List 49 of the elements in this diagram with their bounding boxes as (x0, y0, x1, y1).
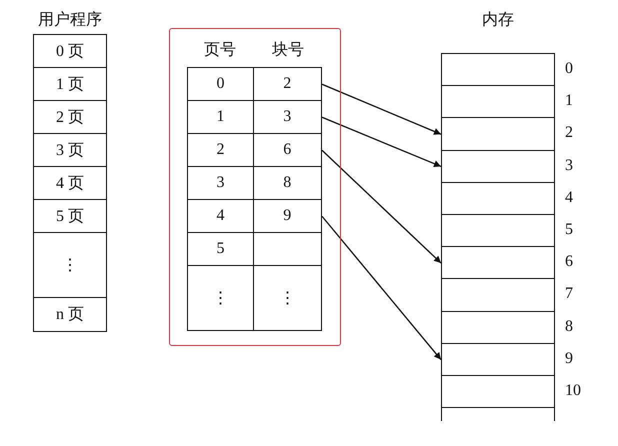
column-heading: 内存 (482, 10, 514, 30)
memory-block (441, 53, 555, 87)
memory-block (441, 182, 555, 216)
column-heading: 用户程序 (38, 10, 102, 30)
block-number: 1 (565, 92, 573, 110)
table-cell: 3 (253, 100, 322, 134)
page-cell: 4 页 (33, 166, 107, 200)
column-heading: 页号 (204, 40, 236, 60)
page-cell: 5 页 (33, 199, 107, 234)
memory-block (441, 150, 555, 184)
table-cell: 8 (253, 166, 322, 200)
block-number: 8 (565, 318, 573, 336)
arrow (322, 150, 442, 264)
memory-block (441, 375, 555, 409)
block-number: 7 (565, 285, 573, 304)
table-cell: 2 (253, 66, 322, 101)
column-heading: 块号 (272, 40, 304, 60)
memory-block (441, 278, 555, 312)
memory-block (441, 117, 555, 152)
memory-block (441, 214, 555, 248)
memory-block (441, 246, 555, 280)
memory-block (441, 407, 555, 422)
block-number: 0 (565, 60, 573, 78)
block-number: 4 (565, 188, 573, 207)
page-cell: 0 页 (33, 34, 107, 68)
table-cell: ⋮ (186, 264, 254, 331)
block-number: 9 (565, 350, 573, 368)
page-cell: n 页 (33, 297, 107, 332)
page-cell: 3 页 (33, 133, 107, 168)
page-cell: ⋮ (33, 232, 107, 298)
block-number: 2 (565, 124, 573, 142)
table-cell: 0 (186, 66, 254, 101)
page-table-frame (169, 28, 341, 346)
table-cell: 6 (253, 132, 322, 167)
arrow (322, 216, 442, 360)
table-cell (253, 232, 322, 266)
block-number: 3 (565, 156, 573, 175)
memory-block (441, 342, 555, 376)
arrow (322, 116, 442, 168)
table-cell: ⋮ (253, 264, 322, 331)
memory-block (441, 85, 555, 119)
table-cell: 9 (253, 198, 322, 233)
arrow (322, 84, 442, 135)
page-cell: 2 页 (33, 100, 107, 134)
block-number: 5 (565, 221, 573, 239)
block-number: 10 (565, 382, 581, 400)
page-cell: 1 页 (33, 67, 107, 102)
block-number: 6 (565, 253, 573, 272)
memory-block (441, 310, 555, 344)
